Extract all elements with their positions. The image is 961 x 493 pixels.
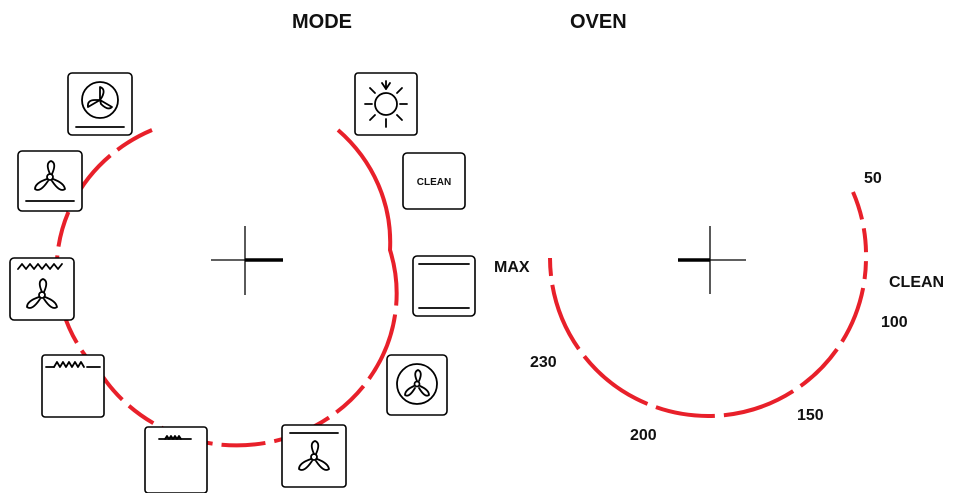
fan-circle-icon[interactable] xyxy=(386,354,448,416)
mode-knob-pointer xyxy=(211,226,283,295)
fan-bottom-heat-icon[interactable] xyxy=(17,150,83,212)
mode-knob[interactable] xyxy=(54,128,399,448)
oven-knob-pointer xyxy=(678,226,746,294)
grill-icon[interactable] xyxy=(41,354,105,418)
oven-label-clean: CLEAN xyxy=(889,274,944,291)
mode-arc xyxy=(54,128,399,448)
oven-arc xyxy=(548,191,869,418)
empty-oven-icon[interactable] xyxy=(412,255,476,317)
oven-label-50: 50 xyxy=(864,170,882,187)
oven-title: OVEN xyxy=(570,11,627,33)
oven-label-230: 230 xyxy=(530,354,557,371)
oven-label-200: 200 xyxy=(630,427,657,444)
mode-title: MODE xyxy=(292,11,352,33)
defrost-icon[interactable] xyxy=(354,72,418,136)
oven-label-150: 150 xyxy=(797,407,824,424)
grill-fan-icon[interactable] xyxy=(9,257,75,321)
clean-icon-label: CLEAN xyxy=(417,177,451,188)
clean-icon[interactable]: CLEAN xyxy=(402,152,466,210)
oven-knob[interactable] xyxy=(548,191,869,418)
convection-fan-icon[interactable] xyxy=(67,72,133,136)
oven-label-max: MAX xyxy=(494,259,530,276)
small-grill-icon[interactable] xyxy=(144,426,208,493)
oven-label-100: 100 xyxy=(881,314,908,331)
fan-bottom-icon[interactable] xyxy=(281,424,347,488)
